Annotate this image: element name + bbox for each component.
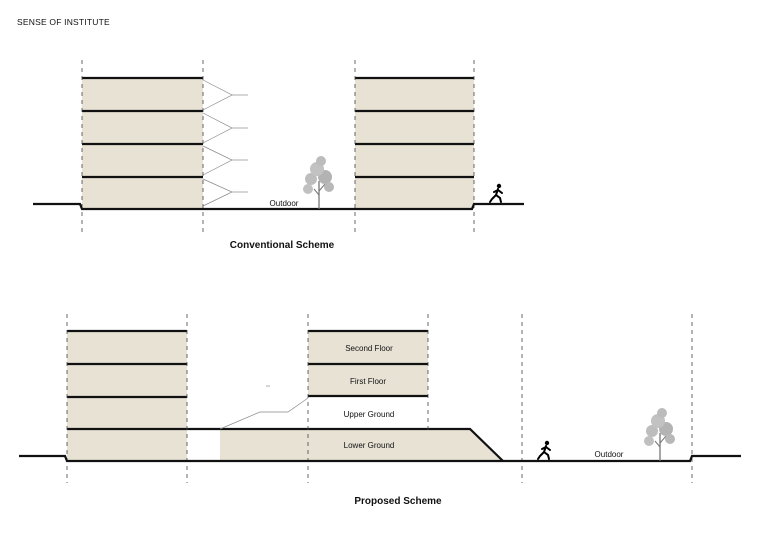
floor-label-first: First Floor	[350, 377, 386, 386]
tree-icon	[643, 407, 676, 462]
tree-icon	[302, 155, 335, 210]
proposed-grid-lines	[66, 314, 693, 483]
daylight-lines	[202, 79, 248, 207]
proposed-section: Second Floor First Floor Upper Ground Lo…	[19, 314, 741, 507]
floor-label-lower-ground: Lower Ground	[344, 441, 395, 450]
center-building-slabs	[308, 329, 428, 398]
building-b-slabs	[355, 76, 474, 179]
runner-icon	[537, 439, 551, 460]
floor-label-upper-ground: Upper Ground	[344, 410, 395, 419]
lower-ground-link-fill	[220, 429, 308, 461]
runner-icon	[489, 182, 503, 203]
left-building-slabs	[67, 329, 187, 399]
conventional-caption: Conventional Scheme	[230, 240, 335, 251]
proposed-caption: Proposed Scheme	[354, 496, 442, 507]
page-header: SENSE OF INSTITUTE	[17, 17, 110, 27]
sight-line	[219, 397, 309, 430]
conventional-section: Outdoor Conventional Scheme	[33, 60, 524, 251]
ramp-fill	[446, 429, 503, 461]
proposed-ground-line	[19, 454, 741, 463]
floor-label-second: Second Floor	[345, 344, 393, 353]
center-lower-ground-fill	[308, 429, 446, 461]
proposed-outdoor-label: Outdoor	[595, 450, 624, 459]
conventional-ground-line	[33, 202, 524, 211]
building-a-slabs	[82, 76, 203, 179]
podium-slab-ramp	[67, 427, 504, 462]
conventional-outdoor-label: Outdoor	[270, 199, 299, 208]
